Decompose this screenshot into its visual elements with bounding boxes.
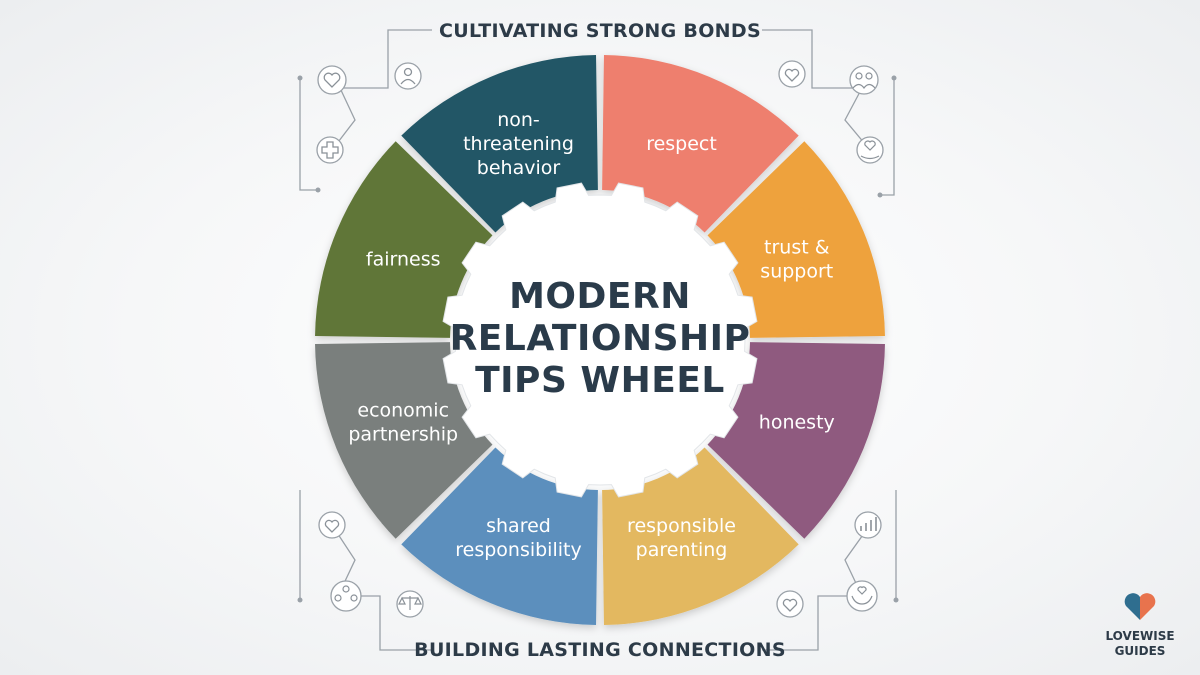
segment-trust-support [707, 141, 885, 338]
segment-label-line: support [760, 260, 833, 282]
center-title-line-2: RELATIONSHIP [450, 318, 751, 359]
decorative-icons [316, 60, 884, 618]
scales-icon [396, 590, 424, 618]
segment-label-line: fairness [366, 248, 441, 270]
segment-label-line: responsibility [455, 539, 581, 561]
heart-icon [778, 60, 806, 88]
logo-line-1: LOVEWISE [1105, 629, 1174, 643]
segment-shared-responsibility [401, 447, 598, 625]
heart-icon [776, 590, 804, 618]
segment-label-honesty: honesty [759, 412, 835, 434]
person-icon [394, 62, 422, 90]
segment-label-line: parenting [636, 539, 728, 561]
footer-banner: BUILDING LASTING CONNECTIONS [414, 639, 786, 661]
segment-label-line: trust & [764, 236, 830, 258]
segment-label-respect: respect [646, 133, 717, 155]
segment-fairness [315, 141, 493, 338]
segment-respect [602, 55, 799, 233]
heart-icon [318, 511, 346, 539]
heart-hand-icon [856, 136, 884, 164]
heart-icon [317, 65, 347, 95]
segment-responsible-parenting [602, 447, 799, 625]
segment-non-threatening-behavior [401, 55, 598, 233]
segment-label-line: partnership [348, 424, 458, 446]
header-banner: CULTIVATING STRONG BONDS [439, 20, 761, 42]
caring-hands-icon [846, 580, 878, 612]
people-group-icon [330, 580, 362, 612]
medical-cross-icon [316, 136, 344, 164]
segment-label-line: threatening [463, 133, 574, 155]
center-title-line-1: MODERN [509, 276, 691, 317]
segment-label-trust-support: trust &support [760, 236, 833, 282]
segment-honesty [707, 342, 885, 539]
center-gear [442, 182, 758, 498]
segment-label-line: behavior [477, 157, 561, 179]
segment-economic-partnership [315, 342, 493, 539]
segment-label-line: responsible [627, 515, 736, 537]
growth-chart-icon [854, 511, 882, 539]
segment-label-line: shared [486, 515, 551, 537]
segment-label-line: economic [357, 400, 449, 422]
segment-label-line: respect [646, 133, 717, 155]
heart-logo-icon [1124, 593, 1140, 620]
lovewise-logo: LOVEWISE GUIDES [1105, 593, 1175, 658]
segment-label-line: honesty [759, 412, 835, 434]
center-hub: MODERN RELATIONSHIP TIPS WHEEL [442, 182, 758, 498]
people-icon [849, 65, 879, 95]
segment-label-fairness: fairness [366, 248, 441, 270]
segment-label-line: non- [497, 109, 540, 131]
center-title-line-3: TIPS WHEEL [475, 360, 725, 401]
logo-line-2: GUIDES [1115, 644, 1166, 658]
wheel-segments [315, 55, 885, 625]
